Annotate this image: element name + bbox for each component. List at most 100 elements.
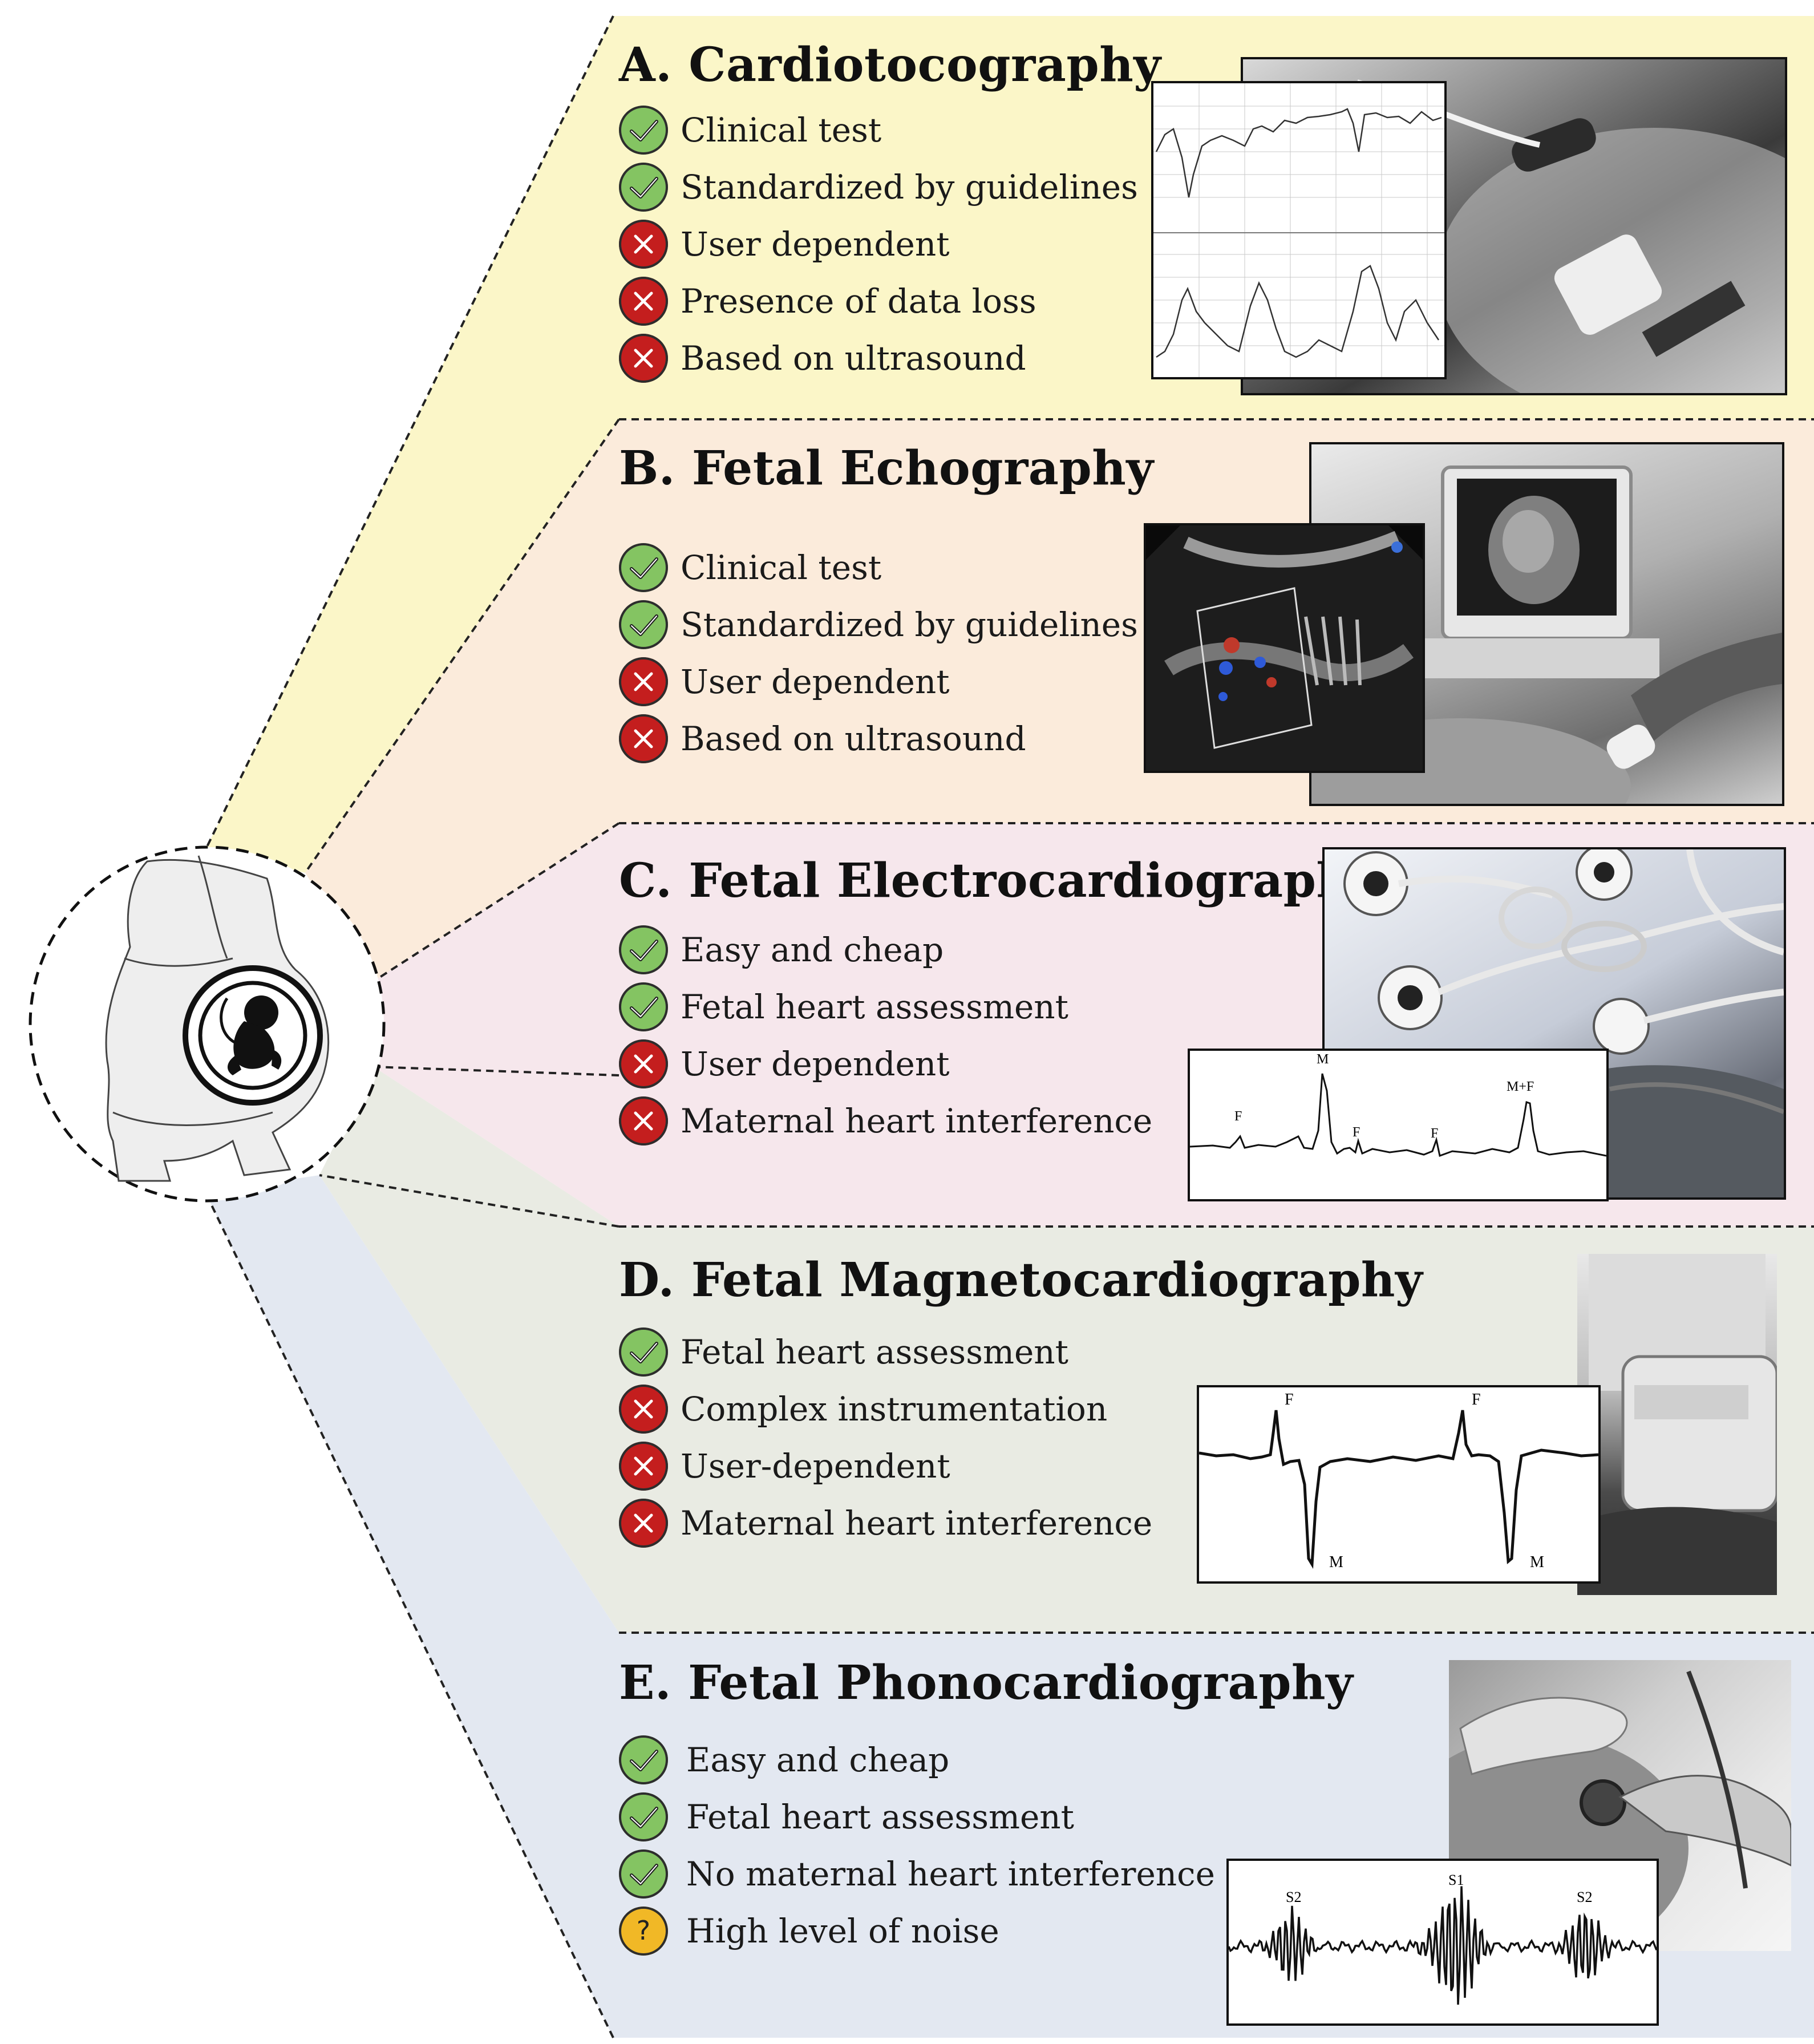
check-icon bbox=[619, 1792, 668, 1841]
wave-label-fetal: F bbox=[1285, 1391, 1294, 1408]
list-item: Complex instrumentation bbox=[619, 1381, 1152, 1438]
criteria-list: Clinical test Standardized by guidelines… bbox=[619, 539, 1138, 767]
list-item: User dependent bbox=[619, 653, 1138, 710]
connector-lines bbox=[204, 15, 1814, 2038]
list-item: User-dependent bbox=[619, 1438, 1152, 1495]
list-item: User dependent bbox=[619, 1035, 1152, 1092]
check-icon bbox=[619, 1735, 668, 1784]
cross-icon bbox=[619, 657, 668, 706]
list-item: Fetal heart assessment bbox=[619, 1323, 1152, 1381]
wave-label-fetal: F bbox=[1472, 1391, 1481, 1408]
list-item: No maternal heart interference bbox=[619, 1845, 1215, 1903]
cross-icon bbox=[619, 1442, 668, 1491]
panel-title: E. Fetal Phonocardiography bbox=[619, 1656, 1354, 1710]
wave-label-fetal: F bbox=[1431, 1126, 1438, 1141]
list-item: User dependent bbox=[619, 216, 1138, 273]
item-label: Easy and cheap bbox=[686, 1741, 950, 1779]
fecg-waveform: F M F F M+F bbox=[1188, 1049, 1609, 1201]
list-item: Clinical test bbox=[619, 539, 1138, 596]
panel-e-band bbox=[205, 1175, 1814, 2038]
cross-icon bbox=[619, 714, 668, 763]
wave-label-maternal-fetal: M+F bbox=[1507, 1079, 1534, 1094]
criteria-list: Easy and cheap Fetal heart assessment Us… bbox=[619, 921, 1152, 1150]
pregnant-woman-fetus-icon bbox=[27, 844, 387, 1204]
cross-icon bbox=[619, 220, 668, 269]
item-label: User dependent bbox=[681, 1045, 950, 1083]
ctg-trace-paper bbox=[1151, 81, 1447, 379]
check-icon bbox=[619, 1849, 668, 1899]
cross-icon bbox=[619, 1385, 668, 1434]
check-icon bbox=[619, 925, 668, 974]
question-icon: ? bbox=[619, 1907, 668, 1956]
list-item: Based on ultrasound bbox=[619, 330, 1138, 387]
criteria-list: Fetal heart assessment Complex instrumen… bbox=[619, 1323, 1152, 1552]
wave-label-second-heart-sound: S2 bbox=[1577, 1889, 1592, 1905]
item-label: Maternal heart interference bbox=[681, 1504, 1153, 1543]
cross-icon bbox=[619, 277, 668, 326]
criteria-list: Easy and cheap Fetal heart assessment No… bbox=[619, 1731, 1215, 1960]
item-label: Standardized by guidelines bbox=[681, 168, 1138, 207]
check-icon bbox=[619, 543, 668, 592]
criteria-list: Clinical test Standardized by guidelines… bbox=[619, 102, 1138, 387]
item-label: Standardized by guidelines bbox=[681, 605, 1138, 644]
doppler-ultrasound-image bbox=[1144, 523, 1425, 773]
panel-title: B. Fetal Echography bbox=[619, 441, 1154, 496]
fmcg-waveform: F M F M bbox=[1197, 1385, 1601, 1584]
list-item: Maternal heart interference bbox=[619, 1092, 1152, 1150]
list-item: Fetal heart assessment bbox=[619, 978, 1152, 1035]
item-label: Fetal heart assessment bbox=[681, 987, 1068, 1026]
item-label: User-dependent bbox=[681, 1447, 950, 1486]
item-label: High level of noise bbox=[686, 1912, 999, 1950]
cross-icon bbox=[619, 1096, 668, 1146]
item-label: Clinical test bbox=[681, 111, 882, 149]
panel-fetal-echography: B. Fetal Echography Clinical test Standa… bbox=[619, 419, 1814, 823]
list-item: Easy and cheap bbox=[619, 921, 1152, 978]
item-label: Based on ultrasound bbox=[681, 339, 1026, 378]
item-label: Presence of data loss bbox=[681, 282, 1036, 321]
check-icon bbox=[619, 163, 668, 212]
list-item: Maternal heart interference bbox=[619, 1495, 1152, 1552]
item-label: Maternal heart interference bbox=[681, 1102, 1153, 1140]
panel-fetal-phonocardiography: E. Fetal Phonocardiography Easy and chea… bbox=[619, 1633, 1814, 2038]
check-icon bbox=[619, 982, 668, 1031]
item-label: Clinical test bbox=[681, 548, 882, 587]
panel-title: D. Fetal Magnetocardiography bbox=[619, 1253, 1423, 1308]
panel-cardiotocography: A. Cardiotocography Clinical test Standa… bbox=[619, 16, 1814, 419]
list-item: Standardized by guidelines bbox=[619, 596, 1138, 653]
list-item: Fetal heart assessment bbox=[619, 1788, 1215, 1845]
cross-icon bbox=[619, 334, 668, 383]
item-label: User dependent bbox=[681, 225, 950, 264]
wave-label-fetal: F bbox=[1353, 1125, 1360, 1140]
item-label: Fetal heart assessment bbox=[686, 1798, 1074, 1836]
list-item: Clinical test bbox=[619, 102, 1138, 159]
pcg-waveform: S2 S1 S2 bbox=[1226, 1859, 1659, 2026]
check-icon bbox=[619, 600, 668, 649]
panel-title: C. Fetal Electrocardiography bbox=[619, 853, 1378, 908]
item-label: No maternal heart interference bbox=[686, 1855, 1215, 1893]
cross-icon bbox=[619, 1499, 668, 1548]
panel-fetal-electrocardiography: C. Fetal Electrocardiography Easy and ch… bbox=[619, 823, 1814, 1227]
wave-label-maternal: M bbox=[1317, 1052, 1329, 1067]
item-label: Based on ultrasound bbox=[681, 719, 1026, 758]
item-label: Easy and cheap bbox=[681, 930, 944, 969]
wave-label-second-heart-sound: S2 bbox=[1286, 1889, 1301, 1905]
check-icon bbox=[619, 106, 668, 155]
item-label: Fetal heart assessment bbox=[681, 1333, 1068, 1371]
list-item: ? High level of noise bbox=[619, 1903, 1215, 1960]
list-item: Easy and cheap bbox=[619, 1731, 1215, 1788]
item-label: Complex instrumentation bbox=[681, 1390, 1108, 1428]
cross-icon bbox=[619, 1039, 668, 1088]
list-item: Presence of data loss bbox=[619, 273, 1138, 330]
check-icon bbox=[619, 1327, 668, 1377]
panel-fetal-magnetocardiography: D. Fetal Magnetocardiography Fetal heart… bbox=[619, 1227, 1814, 1633]
wave-label-fetal: F bbox=[1234, 1109, 1242, 1124]
list-item: Based on ultrasound bbox=[619, 710, 1138, 767]
svg-text:?: ? bbox=[637, 1915, 650, 1946]
list-item: Standardized by guidelines bbox=[619, 159, 1138, 216]
wave-label-maternal: M bbox=[1329, 1553, 1343, 1571]
item-label: User dependent bbox=[681, 662, 950, 701]
squid-sensor-photo bbox=[1577, 1254, 1777, 1595]
panel-title: A. Cardiotocography bbox=[619, 38, 1161, 92]
wave-label-first-heart-sound: S1 bbox=[1448, 1872, 1464, 1888]
wave-label-maternal: M bbox=[1530, 1553, 1544, 1571]
